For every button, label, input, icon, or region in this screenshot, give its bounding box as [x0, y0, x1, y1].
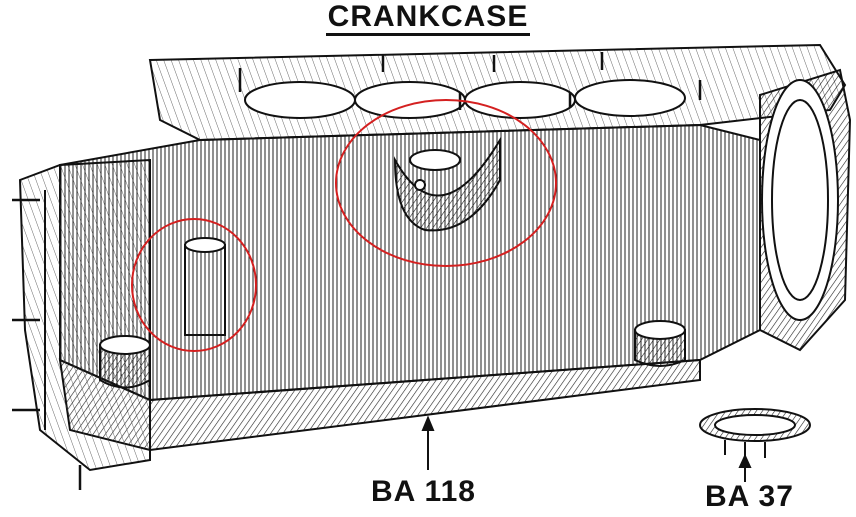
- dowel-pillar: [184, 237, 226, 336]
- bore-3: [464, 81, 576, 119]
- title-text: CRANKCASE: [325, 0, 531, 36]
- small-part-ring: [699, 408, 811, 458]
- highlight-circle-pillar: [131, 218, 257, 352]
- part-label-ba118: BA 118: [371, 475, 476, 508]
- cylinder-bores: [244, 79, 686, 119]
- highlight-circles: [131, 99, 557, 352]
- leader-arrows: [421, 415, 752, 482]
- highlight-circle-boss: [335, 99, 557, 267]
- bore-1: [244, 81, 356, 119]
- part-label-ba37: BA 37: [705, 480, 794, 513]
- drawing-title: CRANKCASE: [0, 0, 856, 36]
- oil-filler-boss: [393, 136, 501, 232]
- studs: [12, 52, 702, 490]
- bore-4: [574, 79, 686, 117]
- mounting-bosses: [99, 320, 686, 389]
